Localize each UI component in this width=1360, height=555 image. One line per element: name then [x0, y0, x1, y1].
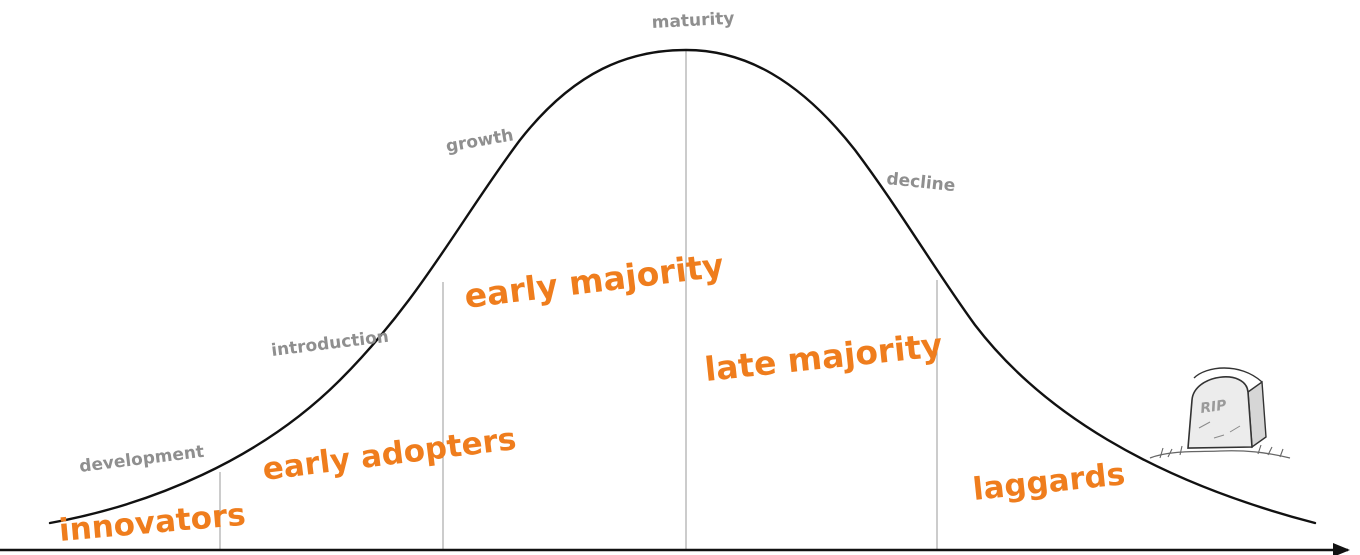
stage-label-introduction: introduction — [270, 327, 390, 361]
x-axis-arrowhead — [1333, 543, 1350, 555]
segment-label-laggards: laggards — [971, 456, 1127, 508]
tombstone-text: RIP — [1199, 397, 1228, 417]
stage-label-growth: growth — [444, 125, 515, 157]
stage-label-maturity: maturity — [651, 9, 735, 33]
tombstone-icon: RIP — [1149, 367, 1291, 459]
bell-curve — [48, 48, 1317, 525]
stage-label-decline: decline — [885, 169, 956, 196]
segment-label-early-adopters: early adopters — [261, 421, 519, 488]
stage-label-development: development — [78, 442, 205, 477]
segment-label-innovators: innovators — [58, 497, 247, 549]
segment-label-late-majority: late majority — [703, 325, 945, 389]
